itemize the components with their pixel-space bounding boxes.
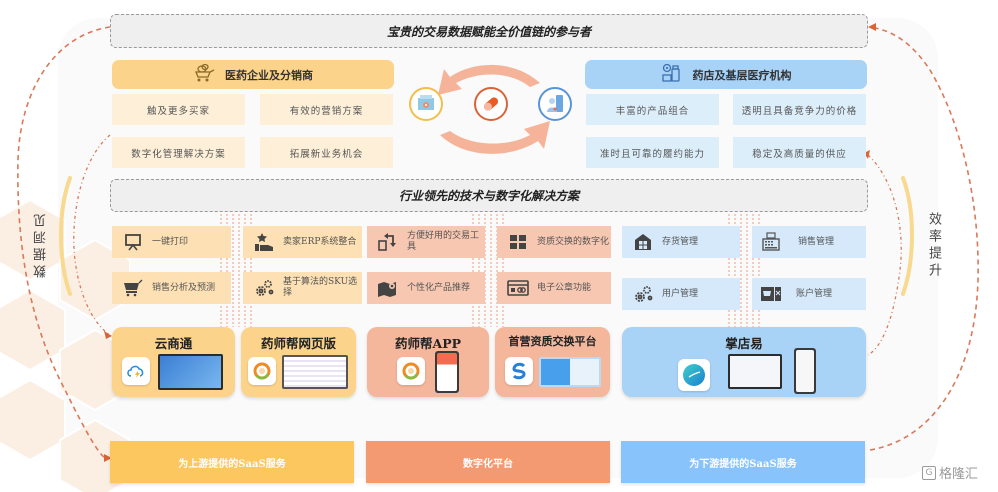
windows-grid-icon [507,232,529,252]
product-title: 掌店易 [725,336,763,351]
right-group-header: 药店及基层医疗机构 [585,60,867,89]
feature-item: 销售管理 [752,226,866,258]
map-pin-icon [377,278,399,298]
web-screenshot [539,357,601,387]
cycle-arrows-icon [438,64,550,154]
center-cycle [400,55,585,170]
ysb-logo-icon [397,357,425,385]
product-title: 首营资质交换平台 [508,335,597,348]
gelonghui-logo-icon: G [922,465,936,480]
left-group-title: 医药企业及分销商 [225,68,313,82]
right-cell: 稳定及高质量的供应 [733,137,866,168]
top-banner: 宝贵的交易数据赋能全价值链的参与者 [110,14,868,48]
warehouse-icon [632,232,654,252]
digital-platform-bar: 数字化平台 [366,441,610,483]
feature-item: 卖家ERP系统整合 [243,226,362,258]
cloud-lightning-app-icon [122,357,150,385]
feature-item: 个性化产品推荐 [367,272,485,304]
mid-banner: 行业领先的技术与数字化解决方案 [110,179,868,212]
right-cell: 透明且具备竞争力的价格 [733,94,866,125]
product-title: 药师帮APP [395,336,461,351]
feature-item: 方便好用的交易工具 [367,226,485,258]
ysb-logo-icon [248,357,276,385]
watermark: G 格隆汇 [922,463,978,482]
teal-circle-app-icon [678,359,710,391]
product-card-zhangdianyi: 掌店易 [622,327,866,397]
card-stamp-icon [507,278,529,298]
product-title: 药师帮网页版 [260,336,336,351]
delivery-cart-icon [193,63,215,86]
pharma-company-icon [409,87,443,121]
pharmacy-icon [661,63,683,86]
right-group-title: 药店及基层医疗机构 [692,68,792,82]
product-card-ysb-app: 药师帮APP [367,327,489,397]
feature-item: 基于算法的SKU选择 [243,272,362,304]
phone-screenshot [435,351,459,393]
product-card-ysb-web: 药师帮网页版 [241,327,356,397]
product-card-yunshangtong: 云商通 [112,327,235,397]
upstream-saas-bar: 为上游提供的SaaS服务 [110,441,354,483]
right-cell: 准时且可靠的履约能力 [586,137,719,168]
left-cell: 触及更多买家 [112,94,245,125]
pharmacy-doctor-icon [538,87,572,121]
web-screenshot [282,355,348,389]
feature-item: 用户管理 [622,278,740,310]
feature-item: 电子公章功能 [497,272,611,304]
left-cell: 数字化管理解决方案 [112,137,245,168]
phone-screenshot [794,348,816,394]
side-label-efficiency: 效率提升 [926,212,941,280]
desktop-screenshot [728,354,782,389]
pill-capsule-icon [474,87,508,121]
product-title: 云商通 [154,336,193,351]
left-cell: 拓展新业务机会 [260,137,393,168]
shopping-cart-icon [122,278,144,298]
feature-item: 存货管理 [622,226,740,258]
presentation-board-icon [122,232,144,252]
cart-account-icon [760,284,782,304]
gears-icon [632,284,654,304]
side-label-data-insight: 数据洞见 [34,210,49,278]
s-sync-app-icon [505,357,533,385]
cash-register-icon [760,232,782,252]
gears-icon [253,278,275,298]
left-cell: 有效的营销方案 [260,94,393,125]
exchange-arrows-icon [377,232,399,252]
ranking-hand-icon [253,232,275,252]
feature-item: 一键打印 [112,226,231,258]
downstream-saas-bar: 为下游提供的SaaS服务 [621,441,865,483]
left-group-header: 医药企业及分销商 [112,60,394,89]
desktop-screenshot [158,354,223,390]
right-cell: 丰富的产品组合 [586,94,719,125]
product-card-qualification-exchange: 首营资质交换平台 [495,327,610,397]
feature-item: 资质交换的数字化 [497,226,611,258]
feature-item: 账户管理 [752,278,866,310]
feature-item: 销售分析及预测 [112,272,231,304]
